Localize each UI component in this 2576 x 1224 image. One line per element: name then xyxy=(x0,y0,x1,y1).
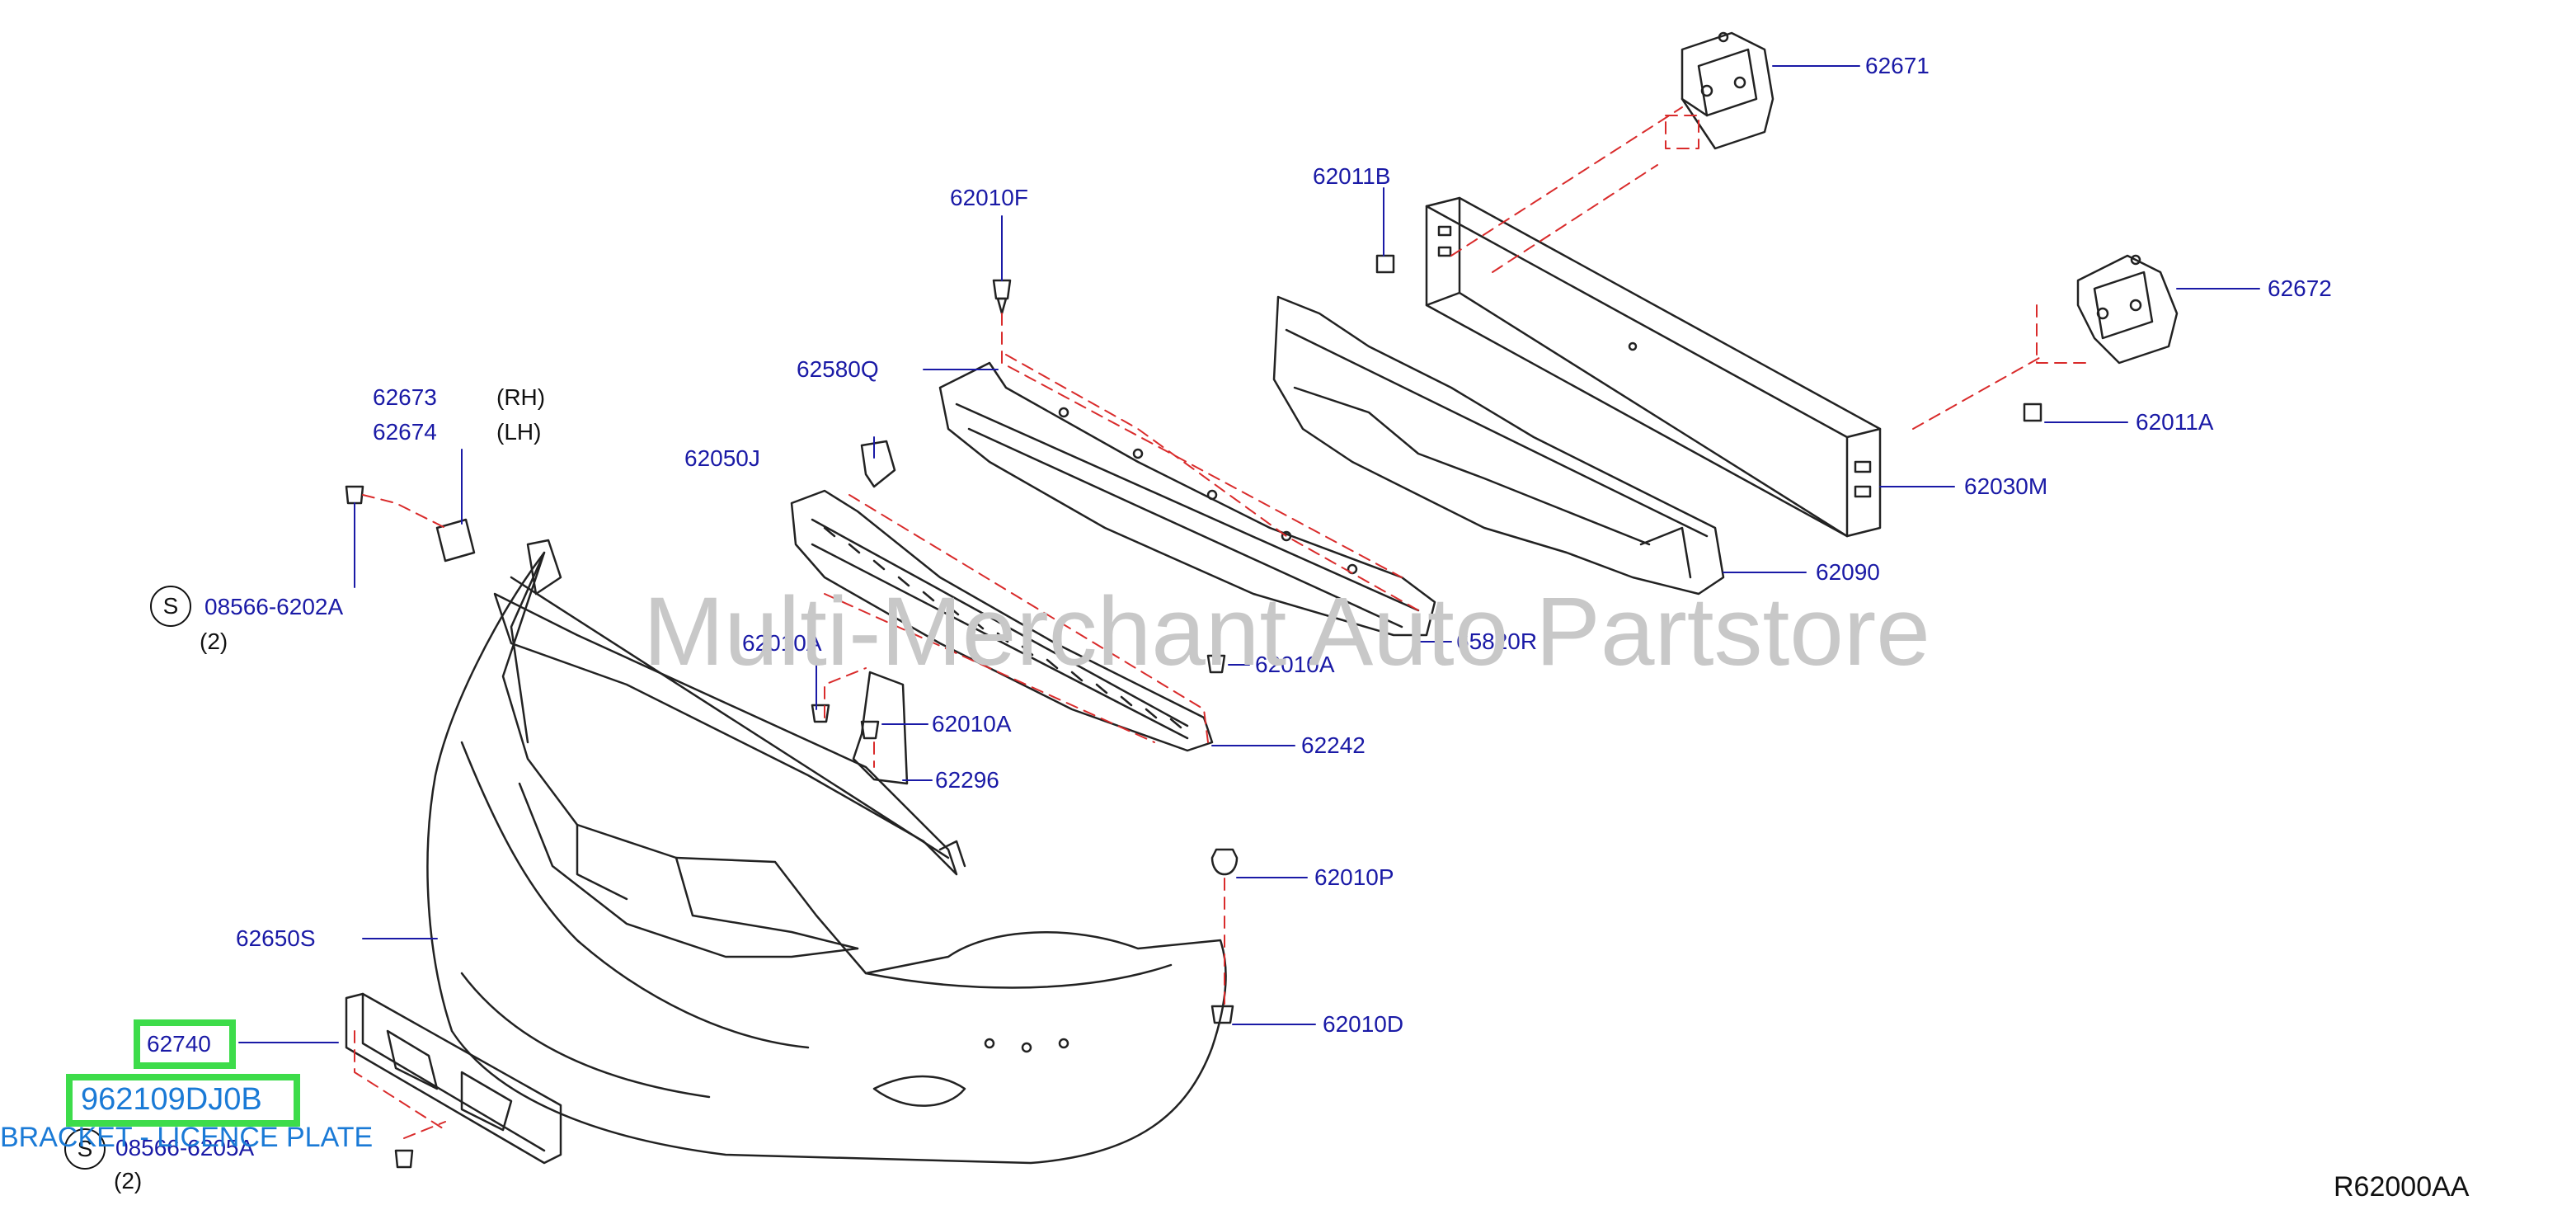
licence-plate-bracket-part xyxy=(345,992,562,1165)
upper-stay-part xyxy=(938,361,1436,637)
callout-highlight-box xyxy=(134,1019,236,1069)
leader-lines xyxy=(238,65,2260,1043)
bumper-fascia-part xyxy=(426,539,1227,1165)
reinforcement-bar-part xyxy=(1425,196,1882,538)
symbol-s-2: S xyxy=(64,1128,106,1170)
energy-absorber-part xyxy=(1272,295,1725,596)
callout-62050J[interactable]: 62050J xyxy=(684,445,760,471)
callout-62010P[interactable]: 62010P xyxy=(1314,864,1394,890)
callout-62650S[interactable]: 62650S xyxy=(236,925,316,951)
callout-62740[interactable]: 62740 xyxy=(147,1031,211,1057)
callout-62030M[interactable]: 62030M xyxy=(1964,473,2048,499)
callout-62296[interactable]: 62296 xyxy=(935,767,999,793)
callout-62010F[interactable]: 62010F xyxy=(950,185,1028,210)
retainer-62242-part xyxy=(790,489,1214,752)
part-number-highlight-box xyxy=(66,1074,300,1127)
callout-62011B[interactable]: 62011B xyxy=(1313,163,1391,189)
part-description: BRACKET - LICENCE PLATE xyxy=(0,1122,374,1153)
side-note-rh: (RH) xyxy=(496,384,546,410)
bracket-62672-part xyxy=(2076,254,2179,365)
callout-62090[interactable]: 62090 xyxy=(1816,559,1880,585)
assembly-dash-lines xyxy=(354,106,2087,1139)
quantity-1: (2) xyxy=(200,628,228,654)
diagram-reference-code: R62000AA xyxy=(2334,1171,2470,1203)
callout-62010D[interactable]: 62010D xyxy=(1323,1011,1404,1037)
callout-62671[interactable]: 62671 xyxy=(1865,53,1930,78)
callout-62672[interactable]: 62672 xyxy=(2268,275,2332,301)
part-number-link[interactable]: 962109DJ0B xyxy=(81,1082,262,1117)
quantity-2: (2) xyxy=(114,1168,143,1193)
symbol-s-1: S xyxy=(150,586,191,627)
callout-62242[interactable]: 62242 xyxy=(1301,732,1366,758)
small-fasteners xyxy=(345,254,2042,1169)
callout-62673[interactable]: 62673 xyxy=(373,384,437,410)
callout-08566-6202A[interactable]: 08566-6202A xyxy=(204,594,344,619)
side-note-lh: (LH) xyxy=(496,419,542,445)
callout-08566-6205A[interactable]: 08566-6205A xyxy=(115,1135,255,1160)
callout-62010A-3[interactable]: 62010A xyxy=(932,711,1012,737)
bracket-62671-part xyxy=(1681,31,1775,150)
callout-65820R[interactable]: 65820R xyxy=(1456,628,1538,654)
callout-62674[interactable]: 62674 xyxy=(373,419,437,445)
callout-62010A-1[interactable]: 62010A xyxy=(742,630,822,656)
callout-62580Q[interactable]: 62580Q xyxy=(797,356,879,382)
callout-62010A-2[interactable]: 62010A xyxy=(1255,652,1335,677)
callout-62011A[interactable]: 62011A xyxy=(2136,409,2214,435)
